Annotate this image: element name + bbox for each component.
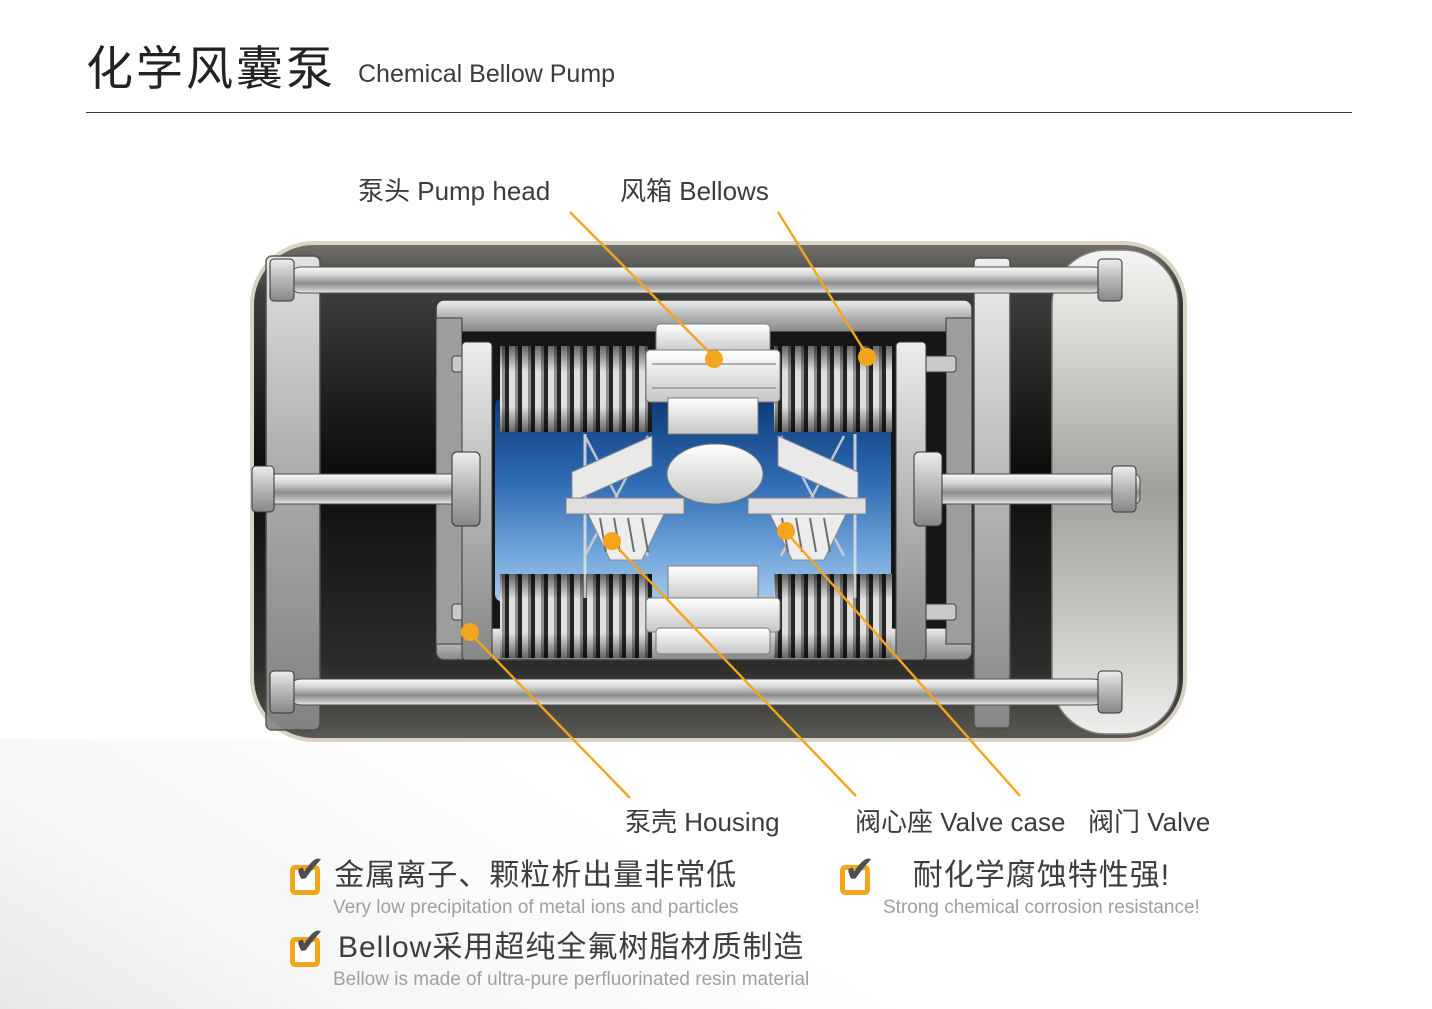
feature-text: 耐化学腐蚀特性强! Strong chemical corrosion resi… <box>883 858 1200 919</box>
feature-en: Bellow is made of ultra-pure perfluorina… <box>333 969 810 990</box>
valve-spring-hatch <box>599 517 831 553</box>
check-icon: ✔ <box>840 851 875 895</box>
check-icon: ✔ <box>290 923 325 967</box>
feature-zh: 金属离子、颗粒析出量非常低 <box>334 859 738 892</box>
check-mark: ✔ <box>294 921 326 962</box>
feature-item-3: ✔ Bellow采用超纯全氟树脂材质制造 Bellow is made of u… <box>290 923 809 991</box>
right-plate <box>973 257 1011 729</box>
clamp-block <box>919 603 957 621</box>
feature-zh: Bellow采用超纯全氟树脂材质制造 <box>337 931 805 964</box>
callout-housing: 泵壳 Housing <box>625 807 780 837</box>
feature-text: 金属离子、颗粒析出量非常低 Very low precipitation of … <box>333 858 739 919</box>
feature-item-2: ✔ 耐化学腐蚀特性强! Strong chemical corrosion re… <box>840 851 1200 919</box>
callout-dot-housing <box>461 623 479 641</box>
valve-ball <box>666 443 764 505</box>
clamp-block <box>451 355 489 373</box>
check-icon: ✔ <box>290 851 325 895</box>
check-mark: ✔ <box>294 849 326 890</box>
clamp-block <box>919 355 957 373</box>
right-end-cap <box>1051 249 1179 735</box>
title-row: 化学风囊泵 Chemical Bellow Pump <box>86 42 1352 96</box>
bellows-flange-left <box>461 341 493 661</box>
drive-shafts <box>251 451 1141 527</box>
callout-lines <box>470 211 1021 799</box>
pump-head-part <box>645 323 781 435</box>
feature-zh: 耐化学腐蚀特性强! <box>912 859 1171 892</box>
valve-assembly <box>565 434 867 598</box>
callout-valve-case: 阀心座 Valve case <box>855 807 1066 837</box>
feature-en: Very low precipitation of metal ions and… <box>333 897 739 918</box>
callout-dots <box>461 348 876 641</box>
feature-en: Strong chemical corrosion resistance! <box>883 897 1200 918</box>
check-mark: ✔ <box>844 849 876 890</box>
valve-seat-right <box>747 497 867 515</box>
pump-outer-shell <box>250 241 1187 742</box>
page-header: 化学风囊泵 Chemical Bellow Pump <box>86 42 1352 114</box>
callout-valve: 阀门 Valve <box>1088 807 1211 837</box>
left-end-plate <box>265 255 321 731</box>
bellows-right <box>774 346 892 658</box>
feature-text: Bellow采用超纯全氟树脂材质制造 Bellow is made of ult… <box>333 930 809 991</box>
pump-chamber <box>495 398 891 602</box>
clamp-block <box>451 603 489 621</box>
callout-dot-valve-case <box>603 532 621 550</box>
header-divider <box>86 112 1352 114</box>
page-subtitle: Chemical Bellow Pump <box>358 60 616 89</box>
valve-cone-right <box>769 513 847 561</box>
tie-rods <box>269 258 1123 714</box>
callout-pump-head: 泵头 Pump head <box>358 176 551 206</box>
valve-cone-left <box>587 513 665 561</box>
bellows-flange-right <box>895 341 927 661</box>
bellows-left <box>500 346 652 658</box>
callout-dot-pump-head <box>705 350 723 368</box>
callout-dot-bellows <box>858 348 876 366</box>
feature-item-1: ✔ 金属离子、颗粒析出量非常低 Very low precipitation o… <box>290 851 739 919</box>
page-title: 化学风囊泵 <box>86 42 336 95</box>
inner-housing <box>435 299 973 661</box>
callout-dot-valve <box>777 522 795 540</box>
callout-bellows: 风箱 Bellows <box>620 176 769 206</box>
valve-seat-left <box>565 497 685 515</box>
pump-head-bottom <box>645 565 781 655</box>
